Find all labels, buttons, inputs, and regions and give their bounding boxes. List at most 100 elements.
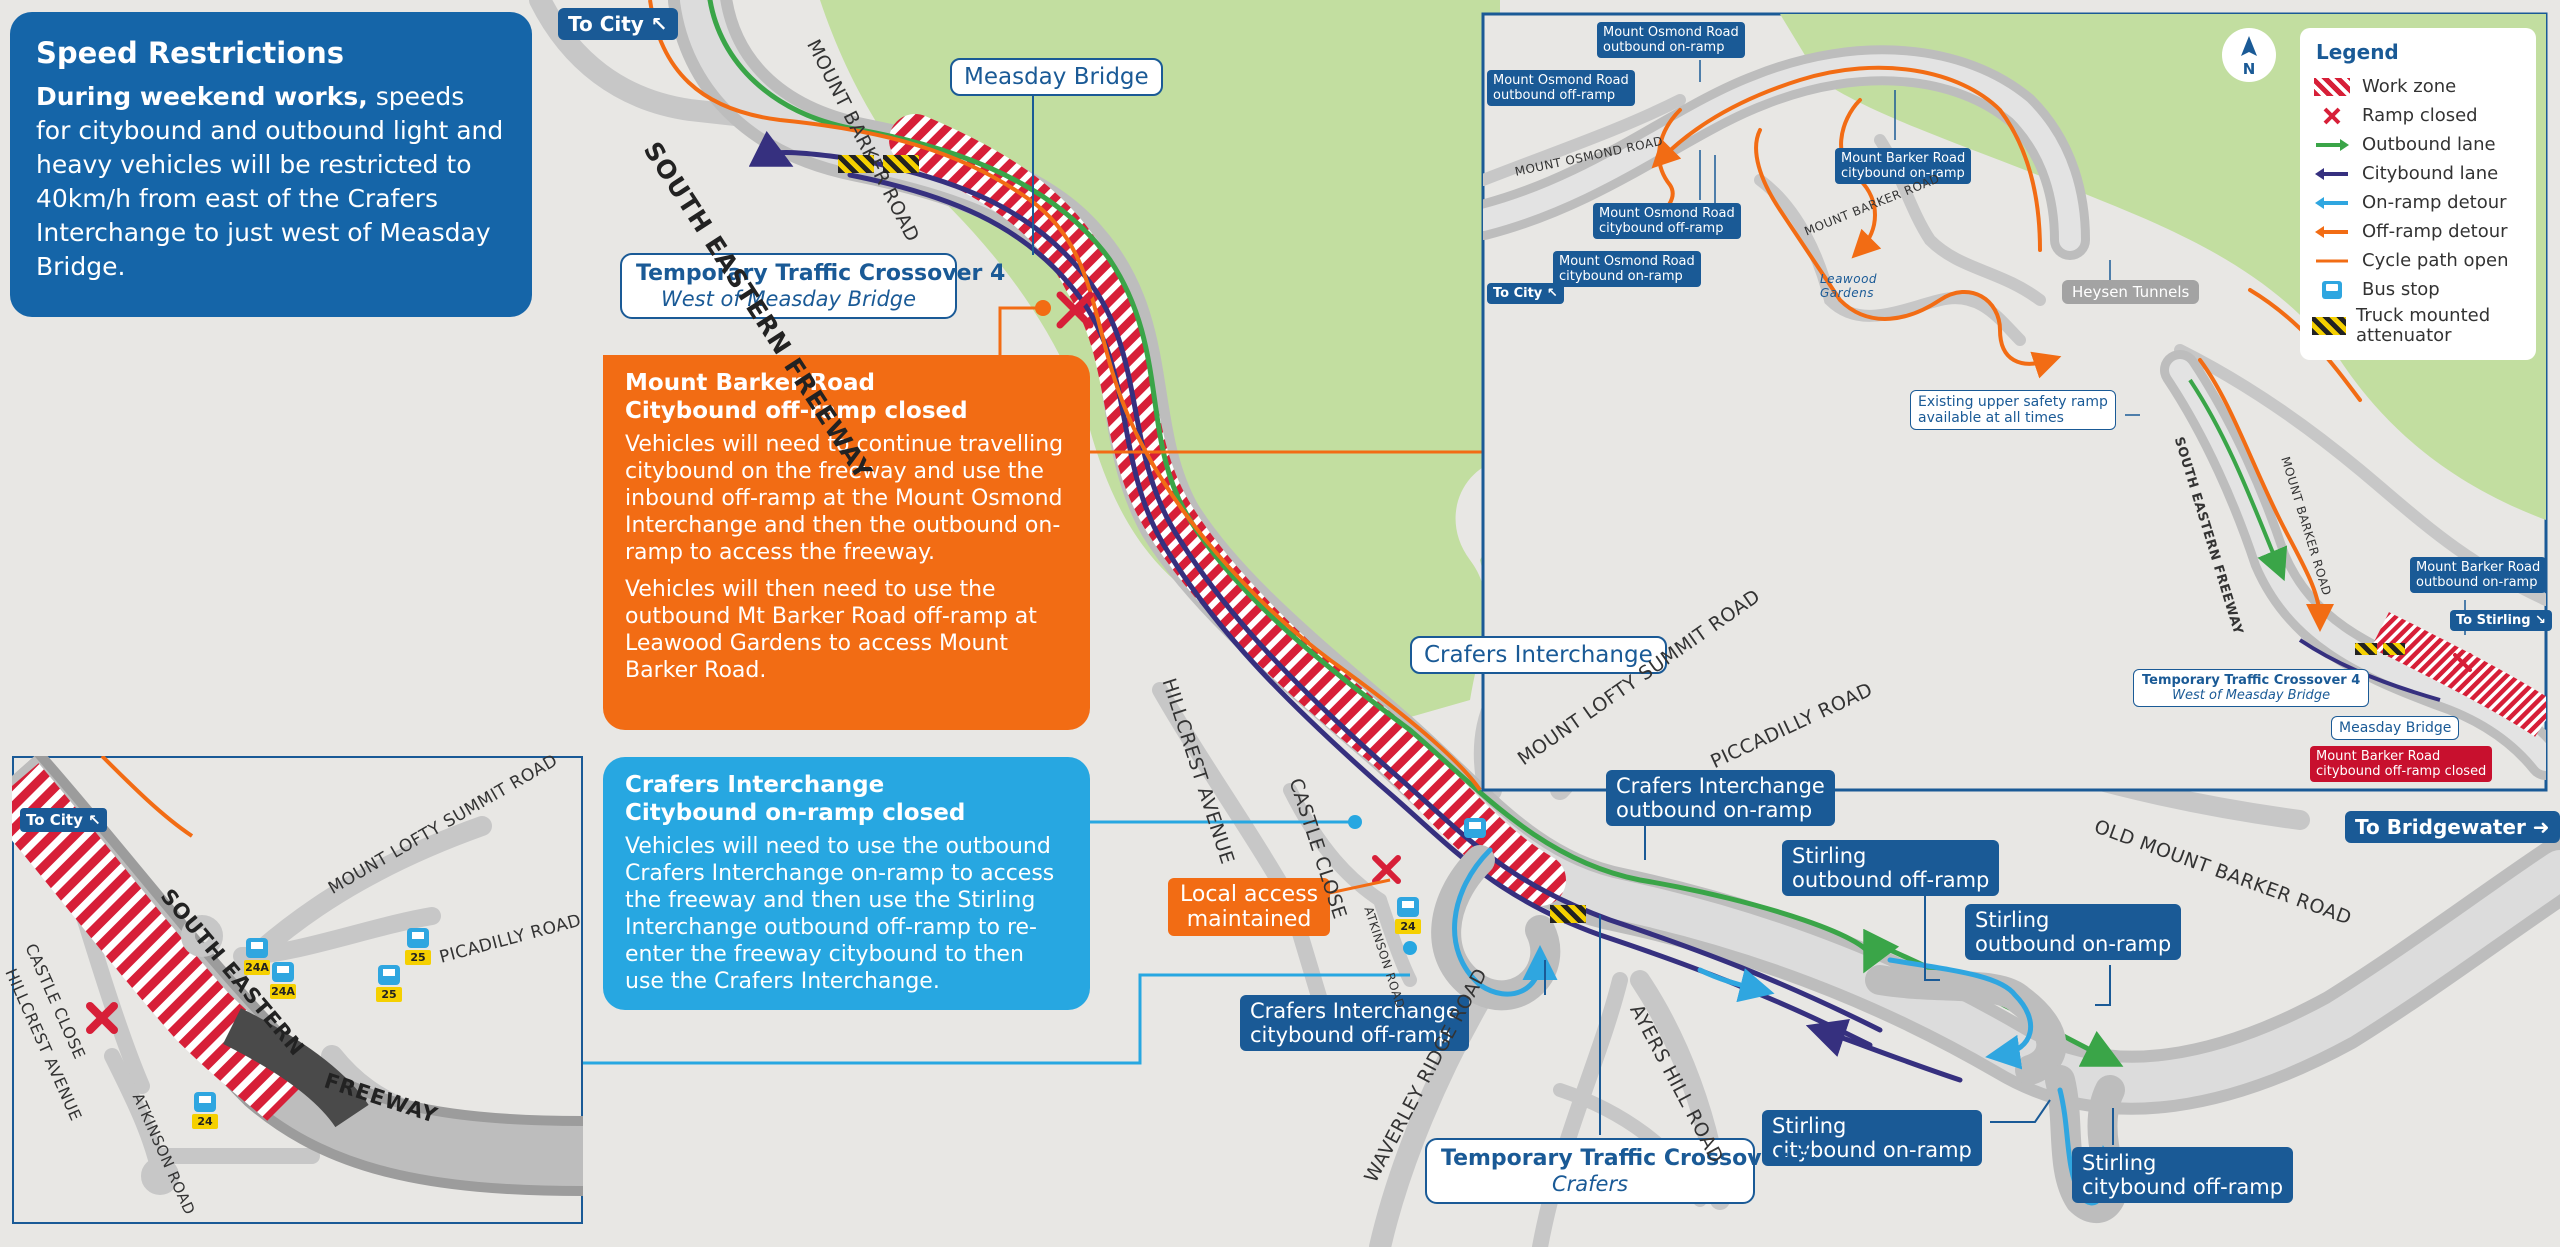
crafers-city-off-2: citybound off-ramp bbox=[1250, 1023, 1452, 1047]
north-arrow-graphic: N bbox=[2241, 36, 2257, 78]
crossover5-sub: Crafers bbox=[1551, 1172, 1629, 1196]
mo-city-on-2: citybound on-ramp bbox=[1559, 269, 1683, 284]
legend-label: Truck mounted attenuator bbox=[2356, 305, 2491, 346]
speed-text: During weekend works, speeds for citybou… bbox=[36, 80, 506, 284]
upper-safety-1: Existing upper safety ramp bbox=[1918, 394, 2108, 410]
light-blue-arrow-icon bbox=[2315, 196, 2348, 209]
leawood-2: Gardens bbox=[1820, 286, 1874, 300]
connector-local-access bbox=[1319, 878, 1391, 897]
connector-orange-ramp bbox=[998, 306, 1044, 355]
crafers-out-on-2: outbound on-ramp bbox=[1616, 798, 1813, 822]
upper-safety-2: available at all times bbox=[1918, 410, 2064, 426]
north-arrow-icon: N bbox=[2222, 28, 2276, 82]
stirling-out-off-2: outbound off-ramp bbox=[1792, 868, 1990, 892]
crossover4-title: Temporary Traffic Crossover 4 bbox=[636, 261, 1006, 286]
inset-offramp-detour-1 bbox=[1651, 65, 2042, 252]
mb-out-on-1: Mount Barker Road bbox=[2416, 560, 2541, 575]
to-stirling-text: To Stirling bbox=[2456, 613, 2531, 628]
bus-stop-icon: 24 bbox=[1395, 897, 1421, 939]
speed-lead: During weekend works, bbox=[36, 82, 368, 111]
navy-arrow-icon bbox=[2315, 167, 2348, 180]
connector-blue-inset bbox=[583, 973, 1410, 1065]
citybound-lane-main-2 bbox=[847, 172, 1873, 1048]
legend-label: Outbound lane bbox=[2362, 133, 2496, 155]
inset-crafers-map bbox=[12, 756, 583, 1224]
legend-item: Ramp closed bbox=[2312, 101, 2524, 130]
stirling-city-on-1: Stirling bbox=[1772, 1114, 1847, 1138]
inset-measday-label: Measday Bridge bbox=[2331, 716, 2460, 740]
bus-stop-icon: 25 bbox=[405, 928, 431, 970]
crafers-out-on-1: Crafers Interchange bbox=[1616, 774, 1825, 798]
mb-city-on-2: citybound on-ramp bbox=[1841, 166, 1965, 181]
legend-item: Citybound lane bbox=[2312, 159, 2524, 188]
crossover4-sub: West of Measday Bridge bbox=[660, 287, 917, 311]
inset-outbound-lane bbox=[2188, 378, 2288, 582]
measday-bridge-label: Measday Bridge bbox=[950, 58, 1163, 96]
mb-closed-2: citybound off-ramp closed bbox=[2316, 764, 2487, 779]
bus-stop-icon: 25 bbox=[376, 965, 402, 1007]
legend-item: Outbound lane bbox=[2312, 130, 2524, 159]
leader-stirling-out-off bbox=[1924, 895, 1940, 981]
speed-body: speeds for citybound and outbound light … bbox=[36, 82, 504, 281]
legend-item: Bus stop bbox=[2312, 275, 2524, 304]
legend-item: Off-ramp detour bbox=[2312, 217, 2524, 246]
inset-road-mount-lofty bbox=[202, 816, 492, 1006]
mb-closure-title-1: Mount Barker Road bbox=[625, 370, 875, 396]
red-cross-icon bbox=[2323, 107, 2341, 124]
stirling-out-off-1: Stirling bbox=[1792, 844, 1867, 868]
inset-overview-to-city: To City ↖ bbox=[1487, 283, 1564, 304]
mo-city-on-1: Mount Osmond Road bbox=[1559, 254, 1695, 269]
on-ramp-detour-stirling-3 bbox=[1697, 967, 1775, 1003]
legend-item: On-ramp detour bbox=[2312, 188, 2524, 217]
inset-work-zone bbox=[2371, 612, 2546, 737]
legend-label: Ramp closed bbox=[2362, 104, 2478, 126]
legend-label: Bus stop bbox=[2362, 278, 2440, 300]
mo-out-on-1: Mount Osmond Road bbox=[1603, 25, 1739, 40]
mo-out-off-1: Mount Osmond Road bbox=[1493, 73, 1629, 88]
crossover4-label: Temporary Traffic Crossover 4 West of Me… bbox=[620, 253, 1006, 319]
orange-arrow-icon bbox=[2315, 225, 2348, 238]
mo-out-off-2: outbound off-ramp bbox=[1493, 88, 1616, 103]
stirling-city-off-2: citybound off-ramp bbox=[2082, 1175, 2284, 1199]
bus-stop-icon: 24A bbox=[270, 962, 296, 1004]
inset-to-city-text: To City bbox=[26, 811, 83, 829]
truck-attenuator-icon bbox=[1550, 905, 1586, 923]
truck-attenuator-icon bbox=[2383, 643, 2405, 655]
road-castle-close bbox=[1283, 783, 1387, 907]
inset-to-stirling: To Stirling ↘ bbox=[2450, 610, 2552, 631]
bus-route: 25 bbox=[405, 950, 431, 965]
truck-attenuator-icon bbox=[838, 155, 874, 173]
arrow-icon: ↖ bbox=[1546, 286, 1558, 301]
citybound-lane-main bbox=[748, 130, 1883, 1033]
mb-city-on-1: Mount Barker Road bbox=[1841, 151, 1966, 166]
cycle-path-main bbox=[648, 0, 1482, 792]
truck-attenuator-icon bbox=[883, 155, 919, 173]
crafers-city-off-1: Crafers Interchange bbox=[1250, 999, 1459, 1023]
mb-out-on-2: outbound on-ramp bbox=[2416, 575, 2538, 590]
local-access-2: maintained bbox=[1186, 907, 1312, 932]
hatch-icon bbox=[2314, 77, 2350, 96]
mb-closure-para2: Vehicles will then need to use the outbo… bbox=[625, 577, 1037, 683]
leader-stirling-city-on bbox=[1990, 1099, 2051, 1123]
leader-stirling-out-on bbox=[2095, 965, 2111, 1006]
leawood-1: Leawood bbox=[1820, 272, 1878, 286]
on-ramp-detour-stirling bbox=[1887, 957, 2033, 1070]
on-ramp-detour-crafers bbox=[1452, 847, 1558, 997]
inset-crossover4-label: Temporary Traffic Crossover 4 West of Me… bbox=[2133, 669, 2370, 707]
ramp-closed-icon-crafers bbox=[1372, 855, 1401, 884]
green-arrow-icon bbox=[2316, 138, 2349, 151]
crossover5-title: Temporary Traffic Crossover 5 bbox=[1441, 1146, 1811, 1171]
stirling-city-off-1: Stirling bbox=[2082, 1151, 2157, 1175]
